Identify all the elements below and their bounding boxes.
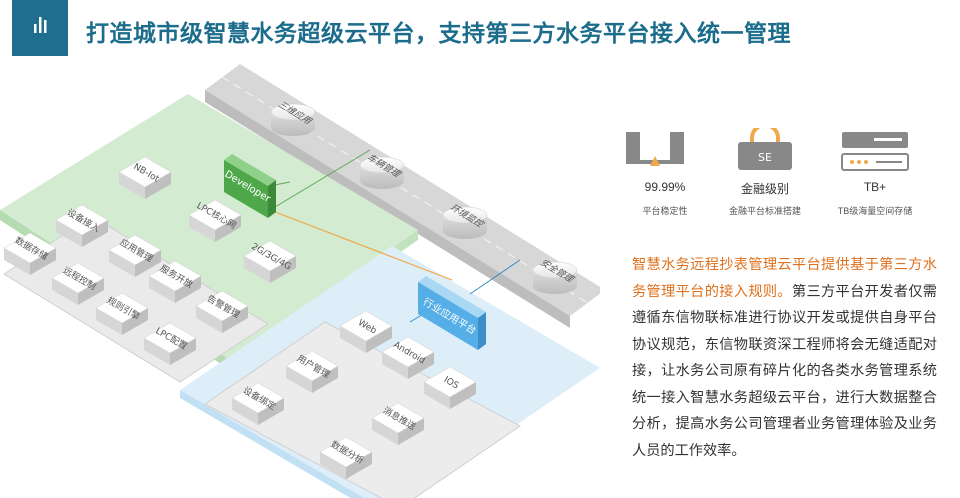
server-icon <box>841 132 909 171</box>
description-highlight: 智慧水务远程抄表管理云平台提供基于第三方水务管理平台的接入规则。 <box>632 257 937 300</box>
blue-panel <box>180 246 600 498</box>
stat-value: 金融级别 <box>740 182 789 196</box>
platform-box: Web <box>339 310 393 353</box>
architecture-diagram: 三维应用 车辆管理 环境监控 安全管理 Developer 行业应用平台 N <box>0 64 600 498</box>
description-body: 第三方平台开发者仅需遵循东信物联标准进行协议开发或提供自身平台协议规范，东信物联… <box>632 283 937 459</box>
app-box: 规则引擎 <box>95 292 149 335</box>
stat-stability: 99.99% 平台稳定性 <box>610 128 720 216</box>
road-nodes: 三维应用 车辆管理 环境监控 安全管理 <box>270 100 578 294</box>
logo <box>12 0 68 56</box>
road-node: 三维应用 <box>270 100 316 136</box>
road-node: 安全管理 <box>532 258 578 294</box>
stat-security: SE 金融级别 金融平台标准搭建 <box>710 123 820 216</box>
module-box: LPC核心网 <box>188 199 242 242</box>
lock-icon-text: SE <box>758 151 772 164</box>
stat-value: 99.99% <box>644 180 686 194</box>
module-box: NB-Iot <box>118 156 172 199</box>
balance-icon <box>626 132 684 166</box>
app-box: 告警管理 <box>195 290 249 333</box>
stat-label: TB级海量空间存储 <box>837 206 913 216</box>
stat-value: TB+ <box>863 180 887 194</box>
blue-app-box: 设备绑定 <box>231 382 285 425</box>
industry-platform-block: 行业应用平台 <box>418 276 486 350</box>
page-title: 打造城市级智慧水务超级云平台，支持第三方水务平台接入统一管理 <box>86 20 791 46</box>
developer-block: Developer <box>222 154 276 218</box>
description: 智慧水务远程抄表管理云平台提供基于第三方水务管理平台的接入规则。第三方平台开发者… <box>632 252 937 464</box>
road-node: 环境监控 <box>442 203 488 239</box>
stat-label: 平台稳定性 <box>642 206 688 216</box>
platform-box: IOS <box>423 366 477 409</box>
lock-icon: SE <box>738 123 792 170</box>
app-box: 数据存储 <box>3 232 57 275</box>
road-node: 车辆管理 <box>359 153 405 189</box>
bar-chart-icon <box>34 17 47 33</box>
app-box: 应用管理 <box>108 234 162 277</box>
blue-app-box: 数据分析 <box>319 436 373 479</box>
stat-label: 金融平台标准搭建 <box>728 206 801 216</box>
stat-storage: TB+ TB级海量空间存储 <box>820 128 930 216</box>
platform-box: Android <box>381 336 435 379</box>
stats-row: 99.99% 平台稳定性 SE 金融级别 金融平台标准搭建 TB+ TB级海量空… <box>610 123 940 228</box>
blue-app-box: 用户管理 <box>285 350 339 393</box>
